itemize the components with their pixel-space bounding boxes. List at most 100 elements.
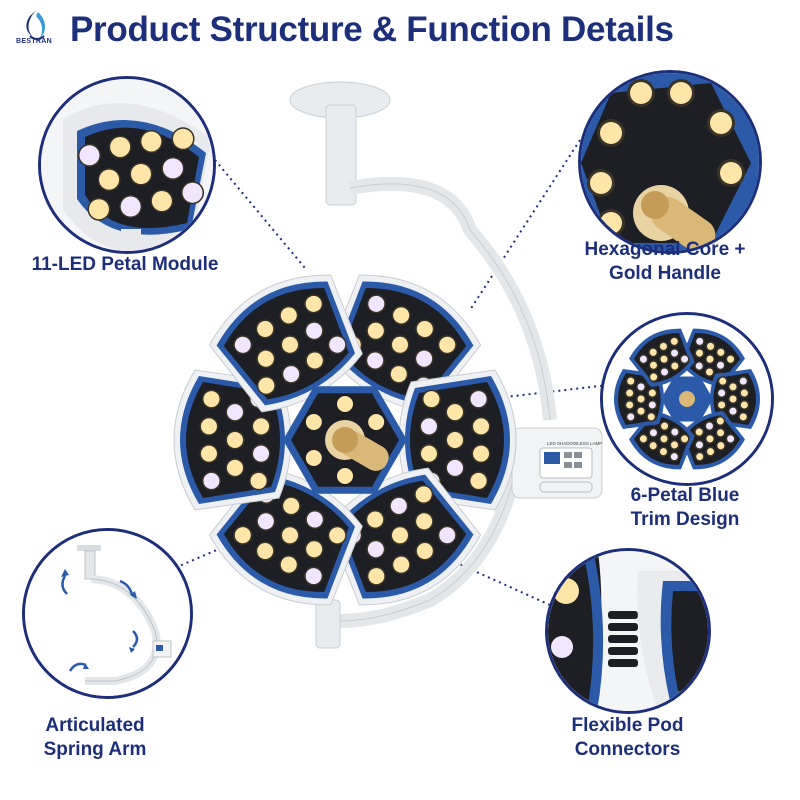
led-icon: [367, 322, 384, 339]
led-icon: [367, 511, 384, 528]
led-icon: [650, 373, 658, 381]
led-icon: [393, 556, 410, 573]
led-icon: [306, 322, 323, 339]
led-icon: [447, 404, 463, 421]
led-icon: [390, 366, 407, 383]
label-spring-arm: Articulated Spring Arm: [43, 715, 147, 760]
led-icon: [649, 429, 657, 437]
led-icon: [729, 395, 737, 403]
spring-arm-icon: [25, 531, 190, 696]
led-icon: [590, 172, 612, 194]
led-icon: [649, 348, 657, 356]
led-icon: [705, 422, 713, 430]
led-icon: [661, 368, 669, 376]
led-icon: [280, 307, 297, 324]
led-icon: [717, 361, 725, 369]
led-icon: [416, 321, 433, 338]
led-icon: [739, 413, 747, 421]
led-icon: [88, 199, 109, 220]
control-panel: [511, 427, 603, 499]
led-icon: [337, 468, 353, 484]
led-icon: [716, 417, 724, 425]
led-icon: [696, 337, 704, 345]
led-icon: [447, 432, 463, 448]
led-icon: [671, 362, 679, 370]
mini-petal: [629, 410, 695, 470]
led-icon: [649, 361, 657, 369]
led-icon: [695, 428, 703, 436]
led-icon: [305, 450, 322, 466]
led-icon: [329, 527, 346, 544]
led-icon: [110, 136, 131, 157]
brand-logo-text: BESTRAN: [16, 38, 52, 45]
led-icon: [695, 349, 703, 357]
led-icon: [695, 441, 703, 449]
led-icon: [415, 486, 432, 503]
mini-petal: [679, 410, 745, 470]
led-icon: [120, 196, 141, 217]
callout-pod-connector: [545, 548, 711, 714]
led-icon: [368, 414, 385, 430]
led-icon: [257, 542, 274, 559]
led-icon: [739, 377, 747, 385]
led-icon: [258, 377, 275, 394]
led-icon: [671, 428, 679, 436]
led-icon: [141, 131, 162, 152]
led-icon: [305, 295, 322, 312]
led-icon: [670, 82, 692, 104]
led-icon: [639, 355, 647, 363]
led-icon: [253, 445, 270, 462]
led-icon: [727, 355, 735, 363]
led-icon: [367, 541, 384, 558]
led-icon: [473, 445, 490, 462]
led-icon: [659, 448, 667, 456]
led-icon: [696, 453, 704, 461]
led-icon: [203, 391, 220, 408]
led-icon: [707, 342, 715, 350]
led-icon: [660, 435, 668, 443]
led-icon: [600, 122, 622, 144]
flexible-connector-icon: [548, 551, 708, 711]
hexagonal-core: [283, 386, 407, 494]
led-icon: [390, 497, 407, 514]
label-six-petal: 6-Petal Blue Trim Design: [630, 485, 740, 530]
led-icon: [227, 459, 243, 476]
led-icon: [200, 445, 217, 462]
led-icon: [637, 383, 645, 391]
led-icon: [282, 336, 298, 353]
led-icon: [681, 435, 689, 443]
led-icon: [473, 418, 490, 435]
led-icon: [257, 350, 274, 367]
led-icon: [200, 418, 217, 435]
led-icon: [392, 527, 408, 544]
led-icon: [99, 169, 120, 190]
led-icon: [470, 391, 487, 408]
callout-spring-arm: [22, 528, 193, 699]
led-icon: [368, 295, 385, 312]
led-icon: [627, 413, 635, 421]
led-icon: [718, 389, 726, 397]
callout-led-petal: [38, 76, 216, 254]
led-icon: [681, 355, 689, 363]
led-icon: [470, 472, 487, 489]
led-icon: [671, 441, 679, 449]
led-icon: [447, 459, 463, 476]
led-icon: [257, 321, 274, 338]
led-icon: [305, 414, 322, 430]
led-icon: [718, 401, 726, 409]
led-icon: [305, 568, 322, 585]
led-icon: [719, 377, 727, 385]
led-icon: [695, 362, 703, 370]
led-icon: [659, 342, 667, 350]
led-icon: [282, 527, 298, 544]
led-icon: [649, 442, 657, 450]
led-icon: [162, 158, 183, 179]
led-icon: [280, 556, 297, 573]
led-icon: [182, 182, 203, 203]
led-icon: [420, 445, 437, 462]
led-icon: [283, 366, 300, 383]
led-icon: [729, 407, 737, 415]
led-icon: [337, 396, 353, 412]
led-icon: [710, 112, 732, 134]
